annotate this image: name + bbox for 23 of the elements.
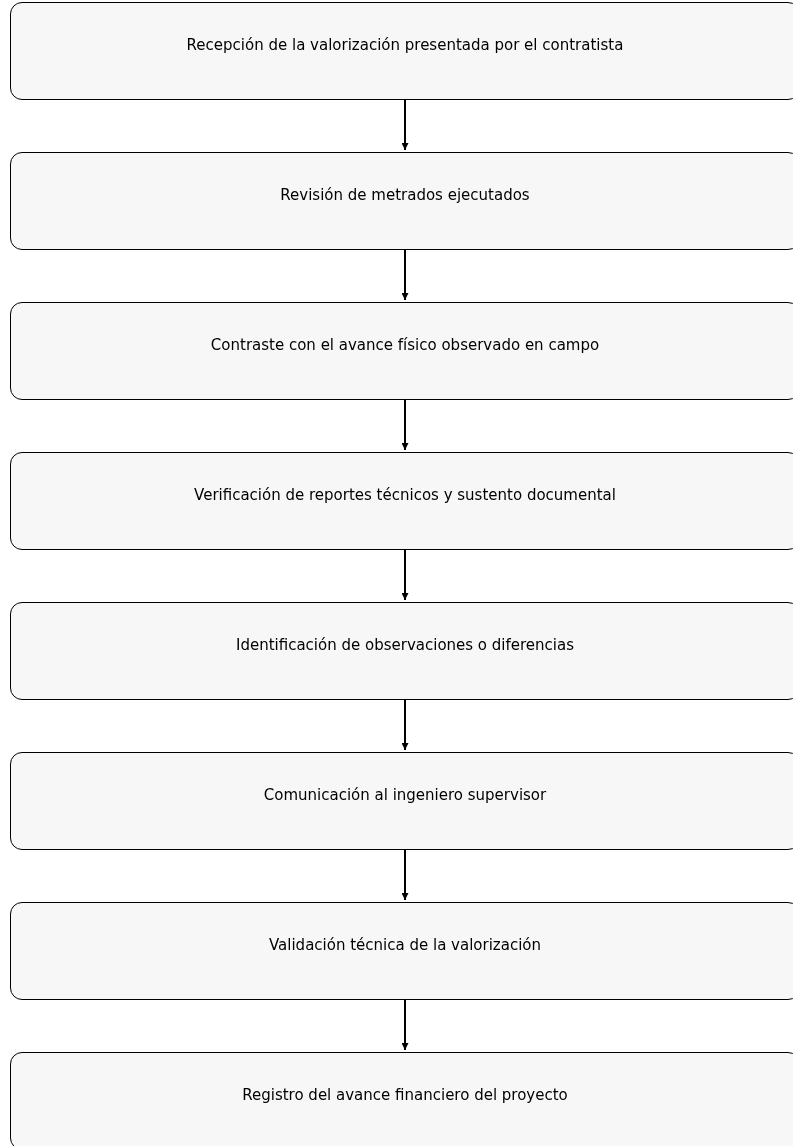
arrow [401,849,409,901]
arrow [401,699,409,751]
step-label: Registro del avance financiero del proyecto [242,1086,568,1104]
arrow [401,999,409,1051]
process-box [10,302,793,400]
step-label: Identificación de observaciones o diferencias [236,636,574,654]
process-box [10,2,793,100]
arrow [401,99,409,151]
step-label: Contraste con el avance físico observado en campo [210,336,600,354]
step-label: Validación técnica de la valorización [269,936,541,954]
process-box [10,452,793,550]
process-box [10,602,793,700]
step-label: Recepción de la valorización presentada por el contratista [186,36,624,54]
arrow [401,399,409,451]
step-label: Verificación de reportes técnicos y sustento documental [194,486,616,504]
process-box [10,902,793,1000]
step-label: Comunicación al ingeniero supervisor [263,786,547,804]
process-box [10,1052,793,1146]
arrow [401,549,409,601]
process-box [10,152,793,250]
process-box [10,752,793,850]
step-label: Revisión de metrados ejecutados [280,186,530,204]
arrow [401,249,409,301]
